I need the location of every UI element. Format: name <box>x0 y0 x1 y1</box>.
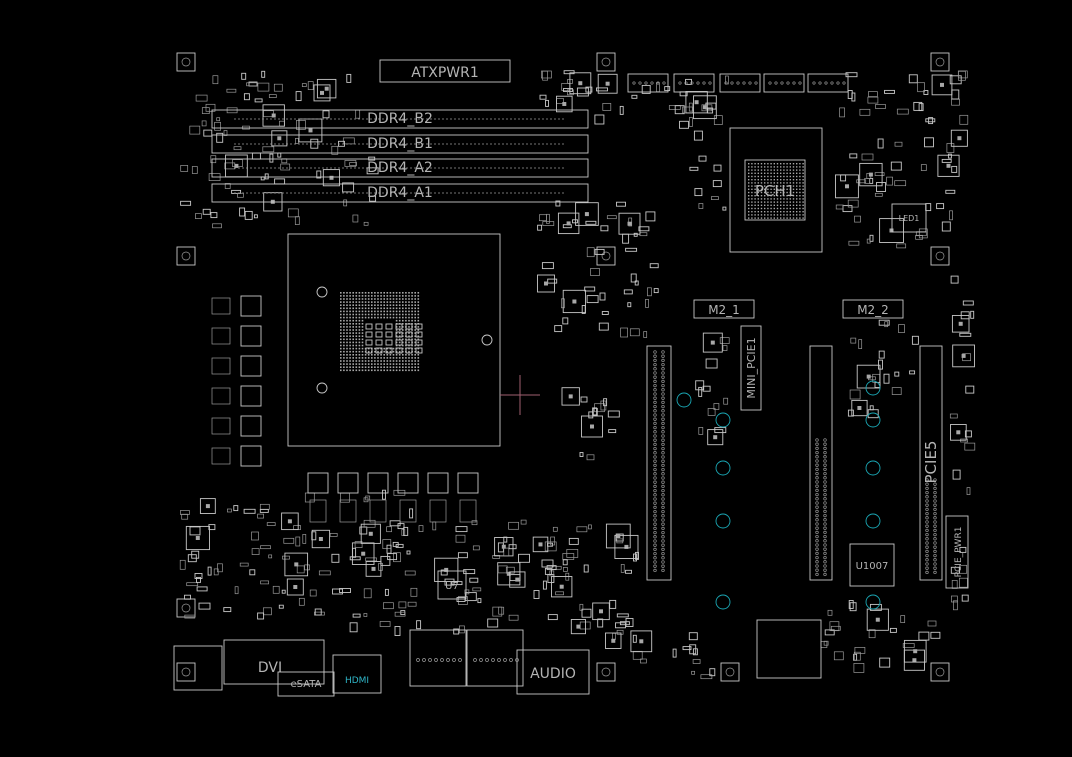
bottom-io-ports <box>173 619 822 691</box>
misc-components <box>179 70 976 680</box>
dimm-slot-a1: DDR4_A1 <box>211 183 589 203</box>
u1007-chip: U1007 <box>849 543 895 587</box>
mini-pcie-slot: MINI_PCIE1 <box>740 325 762 411</box>
dimm-a1-label: DDR4_A1 <box>367 185 433 201</box>
cpu-socket <box>287 233 501 447</box>
mounting-holes <box>176 52 950 682</box>
dimm-slot-b2: DDR4_B2 <box>211 109 589 129</box>
u7-label: U7 <box>445 581 459 592</box>
m2-slot-2: M2_2 <box>842 299 904 319</box>
dimm-a2-label: DDR4_A2 <box>367 160 433 176</box>
esata-connector: eSATA <box>277 671 335 697</box>
pcie-slot-mid <box>809 345 833 581</box>
pcie-slot-5: PCIE5 <box>919 345 943 581</box>
top-io-headers <box>627 73 849 93</box>
m2-1-label: M2_1 <box>708 303 740 317</box>
pch-chip: PCH1 <box>729 127 823 253</box>
vrm-chokes <box>307 472 479 523</box>
crosshair-cursor <box>500 375 540 415</box>
atx-power-label: ATXPWR1 <box>411 65 479 81</box>
audio-connector: AUDIO <box>516 649 590 695</box>
dvi-connector: DVI <box>223 639 325 685</box>
dvi-label: DVI <box>258 660 282 676</box>
pcie-slot-main <box>646 345 672 581</box>
m2-slot-1: M2_1 <box>693 299 755 319</box>
pcie5-label: PCIE5 <box>922 441 940 484</box>
cpu-pad-array <box>340 292 423 372</box>
u7-chip: U7 <box>437 570 467 600</box>
u1007-label: U1007 <box>856 561 889 572</box>
dimm-b2-label: DDR4_B2 <box>367 111 433 127</box>
mini-pcie-label: MINI_PCIE1 <box>745 337 758 398</box>
highlighted-vias <box>676 380 881 610</box>
atx-power-connector: ATXPWR1 <box>379 59 511 83</box>
pcie-power-connector: PCIE_PWR1 <box>945 515 969 589</box>
audio-label: AUDIO <box>530 666 576 682</box>
led1-label: LED1 <box>899 214 920 223</box>
dimm-slot-a2: DDR4_A2 <box>211 158 589 178</box>
hdmi-label: HDMI <box>345 676 369 686</box>
pch-label: PCH1 <box>755 182 795 200</box>
led1: LED1 <box>891 203 927 233</box>
pcie-pwr-label: PCIE_PWR1 <box>954 527 964 578</box>
m2-2-label: M2_2 <box>857 303 889 317</box>
dimm-b1-label: DDR4_B1 <box>367 136 433 152</box>
pch-ball-grid <box>748 163 804 219</box>
dimm-slot-b1: DDR4_B1 <box>211 134 589 154</box>
esata-label: eSATA <box>291 679 322 690</box>
vrm-column <box>211 295 262 467</box>
hdmi-connector: HDMI <box>332 654 382 694</box>
